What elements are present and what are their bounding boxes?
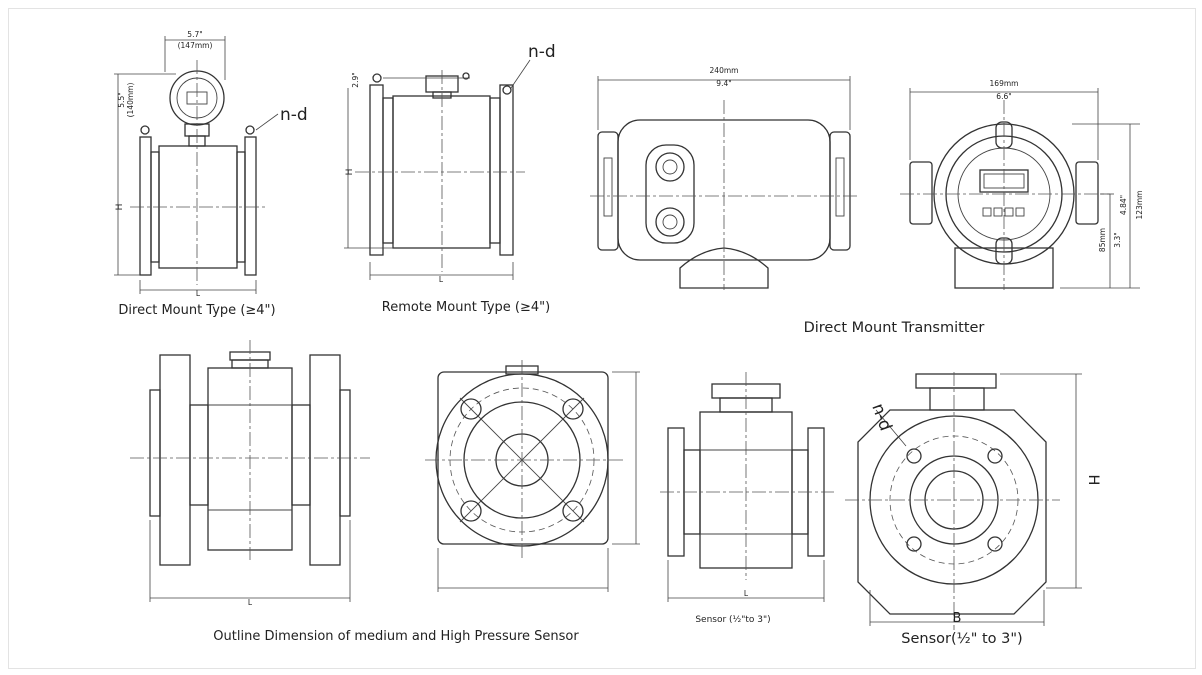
small-sensor-side-view: L Sensor (½"to 3") <box>660 372 834 625</box>
tx-h1-in-label: 4.84" <box>1119 195 1128 215</box>
drawing-frame <box>8 8 1196 669</box>
width-in-label: 5.7" <box>187 30 202 39</box>
transmitter-side-view: 240mm 9.4" <box>590 66 860 290</box>
caption-outline: Outline Dimension of medium and High Pre… <box>213 629 579 644</box>
remote-mount-view: 2.9" H L n-d Remote Mount Type (≥4") <box>344 42 556 315</box>
width-mm-label: (147mm) <box>178 41 213 50</box>
tx-width-mm-label: 240mm <box>710 66 739 75</box>
caption-transmitter: Direct Mount Transmitter <box>804 320 985 336</box>
tx-h2-in-label: 3.3" <box>1113 232 1122 247</box>
pressure-sensor-side-view: L Outline Dimension of medium and High P… <box>130 340 579 644</box>
direct-mount-view: 5.7" (147mm) 5.5" (140mm) H L n-d Direct… <box>114 30 308 318</box>
l-label-direct: L <box>196 289 201 298</box>
b-label-large: B <box>953 611 962 626</box>
height-in-label: 5.5" <box>117 92 126 107</box>
caption-sensor-large: Sensor(½" to 3") <box>901 631 1022 647</box>
large-sensor-front-view: n-d H B Sensor(½" to 3") <box>845 372 1101 647</box>
h-label-remote: H <box>345 169 355 176</box>
nd-label-direct: n-d <box>280 105 308 125</box>
transmitter-front-view: 169mm 6.6" 4.84" 123mm 85mm 3.3" Direct … <box>804 79 1144 336</box>
tx-face-mm-label: 169mm <box>990 79 1019 88</box>
nd-label-remote: n-d <box>528 42 556 62</box>
caption-remote-mount: Remote Mount Type (≥4") <box>382 300 550 315</box>
dim-29-label: 2.9" <box>351 72 360 87</box>
caption-sensor-small: Sensor (½"to 3") <box>695 615 770 625</box>
tx-h2-mm-label: 85mm <box>1098 228 1107 252</box>
height-mm-label: (140mm) <box>126 83 135 118</box>
l-label-remote: L <box>439 275 444 284</box>
l-label-pressure: L <box>248 598 253 607</box>
l-label-small: L <box>744 589 749 598</box>
h-label-large: H <box>1085 475 1101 486</box>
pressure-sensor-front-view <box>425 360 640 592</box>
caption-direct-mount: Direct Mount Type (≥4") <box>118 303 275 318</box>
h-label-direct: H <box>115 204 125 211</box>
tx-h1-mm-label: 123mm <box>1135 191 1144 220</box>
tx-width-in-label: 9.4" <box>716 79 731 88</box>
tx-face-in-label: 6.6" <box>996 92 1011 101</box>
